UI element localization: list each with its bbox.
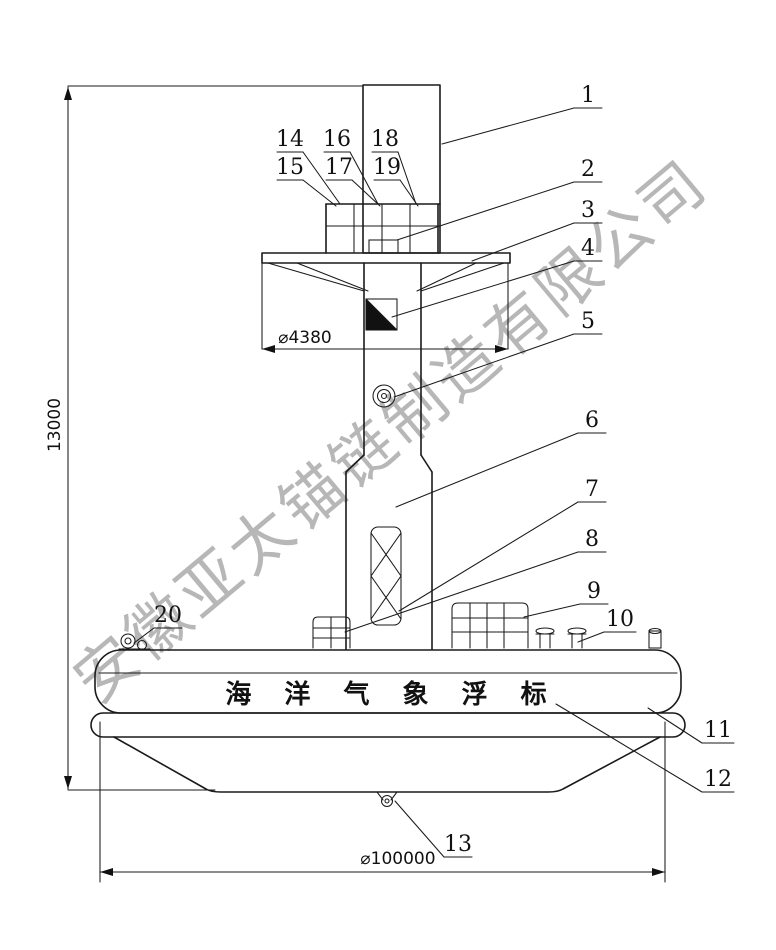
hull-name-text: 海 洋 气 象 浮 标 — [225, 679, 558, 710]
diameter-dim-label: ⌀100000 — [360, 849, 435, 869]
callout-6: 6 — [585, 408, 599, 433]
callout-12: 12 — [704, 767, 732, 792]
fender-ring — [90, 712, 686, 738]
tower-dim-label: ⌀4380 — [278, 328, 332, 348]
lower-column — [345, 471, 433, 650]
callout-3: 3 — [581, 198, 595, 223]
callout-19: 19 — [373, 155, 401, 180]
beacon-device — [372, 384, 396, 408]
instrument-box — [368, 239, 399, 254]
keel-fitting — [376, 791, 398, 808]
callout-11: 11 — [704, 718, 732, 743]
callout-7: 7 — [585, 477, 599, 502]
dimension-height-13000: 13000 — [45, 85, 363, 791]
checker-daymark — [365, 298, 398, 331]
callout-9: 9 — [587, 579, 601, 604]
dimension-tower-4380: ⌀4380 — [261, 262, 509, 353]
callout-8: 8 — [585, 527, 599, 552]
callout-leaders — [133, 107, 735, 858]
callout-13: 13 — [444, 832, 472, 857]
underwater-hull — [113, 736, 661, 793]
callout-4: 4 — [581, 236, 595, 261]
height-dim-label: 13000 — [45, 398, 65, 452]
deck-bollards — [535, 627, 587, 649]
left-deck-railing — [312, 616, 351, 649]
right-deck-post — [648, 627, 662, 649]
callout-15: 15 — [276, 155, 304, 180]
callout-2: 2 — [581, 157, 595, 182]
callout-10: 10 — [606, 607, 634, 632]
right-deck-railing — [451, 602, 529, 649]
callout-1: 1 — [581, 83, 595, 108]
mid-column — [345, 262, 433, 473]
callout-17: 17 — [325, 155, 353, 180]
dimension-diameter-100000: ⌀100000 — [99, 721, 666, 883]
ladder — [370, 526, 402, 626]
platform-ring — [261, 252, 511, 292]
callout-16: 16 — [323, 127, 351, 152]
callout-20: 20 — [154, 603, 182, 628]
top-railing — [325, 203, 441, 254]
callout-14: 14 — [276, 127, 304, 152]
callout-numbers: 1 2 3 4 5 6 7 8 9 10 11 12 13 14 15 16 1… — [154, 83, 732, 857]
callout-5: 5 — [581, 309, 595, 334]
callout-18: 18 — [371, 127, 399, 152]
deck-disc: 海 洋 气 象 浮 标 — [94, 649, 682, 714]
